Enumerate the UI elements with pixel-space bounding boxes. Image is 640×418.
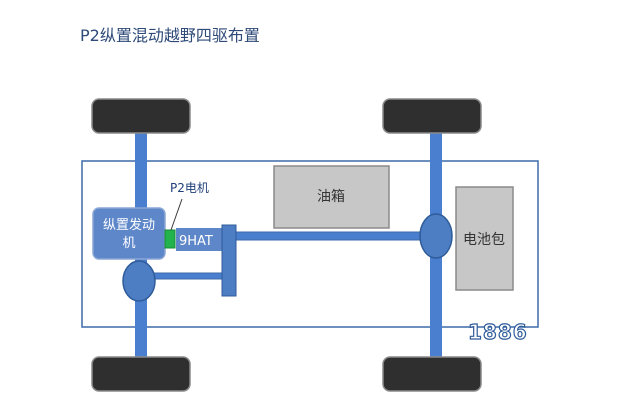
- engine-block: [92, 207, 166, 260]
- diagram-title: P2纵置混动越野四驱布置: [80, 26, 260, 45]
- watermark-logo: 1886: [468, 320, 528, 344]
- engine-label-line2: 机: [122, 236, 135, 251]
- transfer-case: [221, 224, 237, 297]
- tire-front-left: [91, 98, 191, 134]
- tire-rear-right: [382, 356, 482, 392]
- transmission-label: 9HAT: [179, 234, 213, 249]
- rear-differential: [419, 213, 453, 259]
- p2-motor-leader: [170, 198, 183, 231]
- fuel-tank-label: 油箱: [317, 189, 345, 205]
- front-differential: [122, 260, 156, 302]
- fuel-tank: [273, 165, 390, 229]
- tire-front-right: [91, 356, 191, 392]
- rear-propshaft: [235, 231, 423, 241]
- engine-label-line1: 纵置发动: [103, 217, 155, 233]
- p2-motor: [164, 229, 176, 249]
- tire-rear-left: [382, 98, 482, 134]
- p2-motor-label: P2电机: [170, 181, 209, 195]
- front-propshaft: [151, 272, 225, 280]
- battery-pack-label: 电池包: [463, 232, 505, 248]
- battery-pack: [455, 186, 514, 291]
- transmission-block: [176, 228, 222, 251]
